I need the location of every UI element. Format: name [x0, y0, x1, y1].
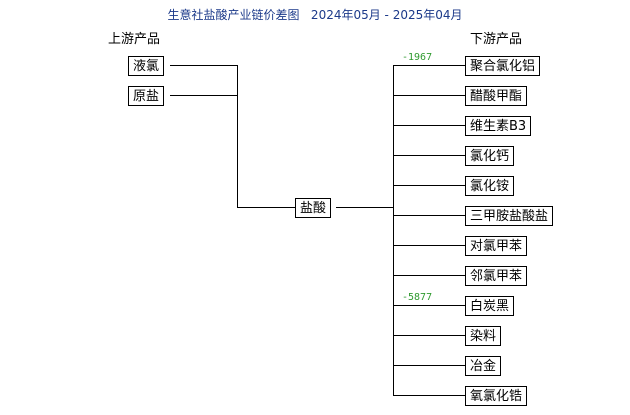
downstream-node: 醋酸甲酯 [465, 86, 528, 106]
upstream-node-raw-salt: 原盐 [128, 86, 165, 106]
connector-line [393, 125, 465, 126]
connector-line [393, 335, 465, 336]
connector-line [170, 65, 237, 66]
downstream-node: 染料 [465, 326, 502, 346]
downstream-heading: 下游产品 [470, 32, 523, 47]
downstream-node: 氯化铵 [465, 176, 515, 196]
downstream-node: 聚合氯化铝 [465, 56, 541, 76]
center-node-hydrochloric-acid: 盐酸 [295, 198, 332, 218]
connector-line [336, 207, 393, 208]
connector-line [393, 185, 465, 186]
connector-line [170, 95, 237, 96]
connector-line [393, 65, 394, 396]
connector-line [393, 65, 465, 66]
connector-line [237, 65, 238, 208]
spread-value: -5877 [402, 292, 433, 303]
downstream-node: 冶金 [465, 356, 502, 376]
downstream-node: 维生素B3 [465, 116, 532, 136]
upstream-node-liquid-chlorine: 液氯 [128, 56, 165, 76]
connector-line [393, 245, 465, 246]
connector-line [393, 365, 465, 366]
downstream-node: 氯化钙 [465, 146, 515, 166]
upstream-heading: 上游产品 [108, 32, 161, 47]
chart-title: 生意社盐酸产业链价差图 2024年05月 - 2025年04月 [167, 8, 463, 22]
connector-line [393, 215, 465, 216]
connector-line [393, 155, 465, 156]
connector-line [393, 305, 465, 306]
downstream-node: 对氯甲苯 [465, 236, 528, 256]
downstream-node: 氧氯化锆 [465, 386, 528, 406]
spread-value: -1967 [402, 52, 433, 63]
connector-line [393, 275, 465, 276]
downstream-node: 邻氯甲苯 [465, 266, 528, 286]
connector-line [237, 207, 295, 208]
downstream-node: 白炭黑 [465, 296, 515, 316]
connector-line [393, 395, 465, 396]
downstream-node: 三甲胺盐酸盐 [465, 206, 554, 226]
connector-line [393, 95, 465, 96]
